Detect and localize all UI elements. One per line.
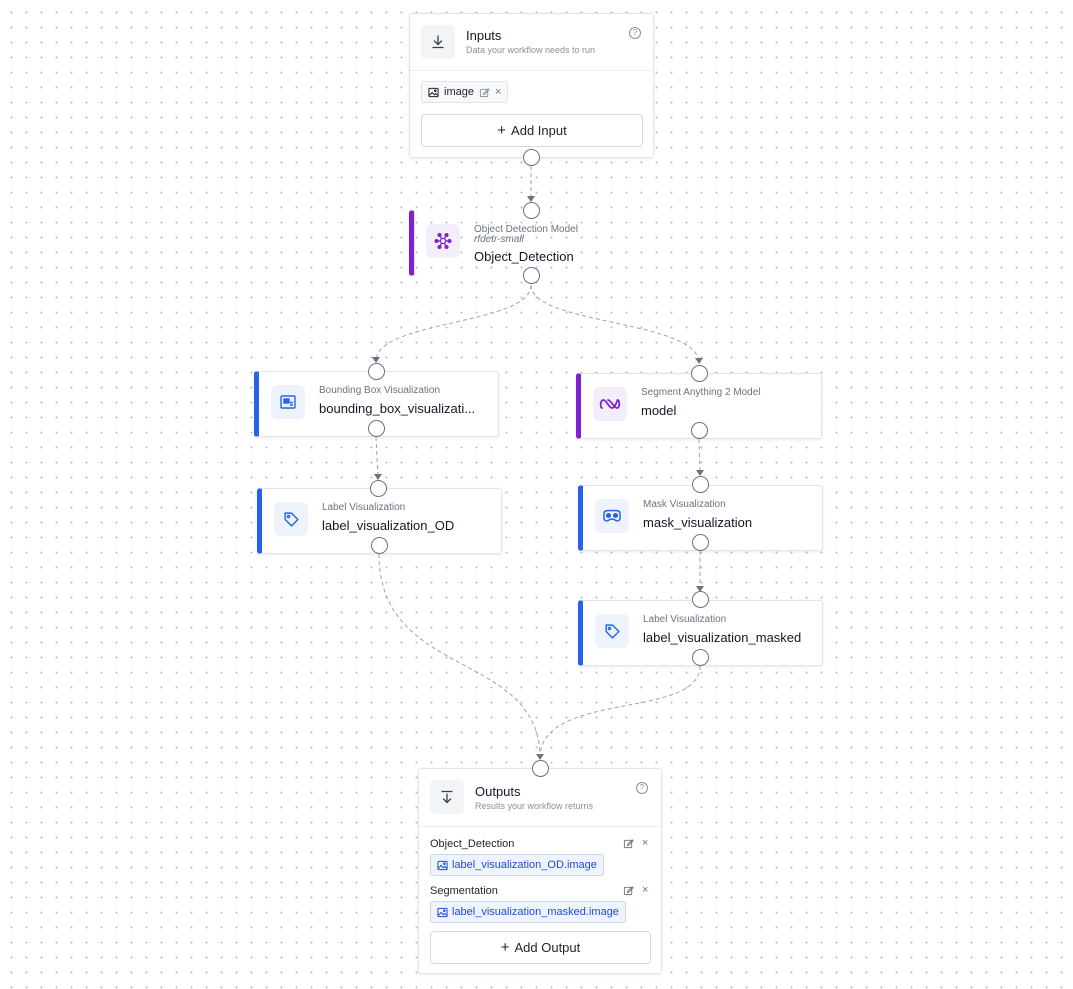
block-type: Object Detection Model	[474, 224, 578, 235]
label-masked-output-handle[interactable]	[692, 649, 709, 666]
output-selector-value: label_visualization_masked.image	[452, 906, 619, 918]
arrowhead	[536, 754, 544, 760]
add-output-button[interactable]: + Add Output	[430, 931, 651, 964]
output-selector-chip[interactable]: label_visualization_masked.image	[430, 901, 626, 923]
arrowhead	[695, 358, 703, 364]
block-object-detection[interactable]: Object Detection Model rfdetr-small Obje…	[409, 210, 578, 276]
arrowhead	[372, 357, 380, 363]
inputs-subtitle: Data your workflow needs to run	[466, 45, 596, 55]
add-input-button[interactable]: + Add Input	[421, 114, 643, 147]
label-masked-input-handle[interactable]	[692, 591, 709, 608]
label-od-input-handle[interactable]	[370, 480, 387, 497]
image-icon	[437, 860, 448, 870]
output-name-object-detection: Object_Detection	[430, 838, 515, 850]
edge-label-od-to-outputs	[378, 553, 541, 759]
object-detection-output-handle[interactable]	[523, 267, 540, 284]
output-actions: ×	[623, 837, 648, 849]
image-icon	[428, 87, 439, 97]
edit-icon[interactable]	[623, 885, 634, 896]
block-type: Bounding Box Visualization	[319, 385, 441, 396]
mask-output-handle[interactable]	[692, 534, 709, 551]
plus-icon: +	[497, 122, 507, 139]
help-icon[interactable]: ?	[629, 27, 641, 39]
block-type: Mask Visualization	[643, 499, 726, 510]
output-selector-chip[interactable]: label_visualization_OD.image	[430, 854, 604, 876]
block-type: Segment Anything 2 Model	[641, 387, 761, 398]
inputs-output-handle[interactable]	[523, 149, 540, 166]
block-name: model	[641, 403, 677, 418]
edit-icon[interactable]	[479, 87, 490, 98]
block-name: label_visualization_OD	[322, 518, 455, 533]
arrowhead	[374, 474, 382, 480]
sam2-input-handle[interactable]	[691, 365, 708, 382]
image-icon	[437, 907, 448, 917]
input-chip-image[interactable]: image ×	[421, 81, 509, 103]
output-actions: ×	[623, 884, 648, 896]
remove-input-icon[interactable]: ×	[494, 86, 502, 98]
bounding-box-icon	[271, 385, 305, 419]
help-icon[interactable]: ?	[636, 782, 648, 794]
object-detection-input-handle[interactable]	[523, 202, 540, 219]
inputs-divider	[410, 70, 653, 71]
inputs-node[interactable]: Inputs Data your workflow needs to run ?…	[409, 13, 654, 158]
arrowhead	[696, 470, 704, 476]
sam2-output-handle[interactable]	[691, 422, 708, 439]
inputs-title: Inputs	[466, 28, 502, 43]
block-name: Object_Detection	[474, 249, 574, 264]
remove-output-icon[interactable]: ×	[642, 884, 649, 896]
outputs-node[interactable]: Outputs Results your workflow returns ? …	[418, 768, 662, 974]
mask-icon	[595, 499, 629, 533]
tag-icon	[595, 614, 629, 648]
edge-object-detection-to-sam2	[530, 284, 700, 364]
edge-label-masked-to-outputs	[539, 665, 701, 759]
edge-object-detection-to-bounding-box	[375, 284, 532, 362]
block-type: Label Visualization	[643, 614, 727, 625]
bounding-box-input-handle[interactable]	[368, 363, 385, 380]
meta-infinity-icon	[593, 387, 627, 421]
block-model-id: rfdetr-small	[474, 234, 524, 245]
label-od-output-handle[interactable]	[371, 537, 388, 554]
block-name: mask_visualization	[643, 515, 753, 530]
tag-icon	[274, 502, 308, 536]
mask-input-handle[interactable]	[692, 476, 709, 493]
output-selector-value: label_visualization_OD.image	[452, 859, 597, 871]
plus-icon: +	[500, 939, 510, 956]
download-icon	[421, 25, 455, 59]
arrowhead	[527, 196, 535, 202]
add-input-label: Add Input	[511, 123, 567, 138]
add-output-label: Add Output	[514, 940, 581, 955]
block-name: label_visualization_masked	[643, 630, 802, 645]
input-chip-label: image	[444, 86, 474, 98]
output-name-segmentation: Segmentation	[430, 885, 498, 897]
edge-bounding-box-to-label-od	[375, 436, 379, 479]
arrow-down-to-line-icon	[430, 780, 464, 814]
outputs-title: Outputs	[475, 784, 521, 799]
outputs-input-handle[interactable]	[532, 760, 549, 777]
bounding-box-output-handle[interactable]	[368, 420, 385, 437]
block-type: Label Visualization	[322, 502, 406, 513]
arrowhead	[696, 586, 704, 592]
edge-sam2-to-mask	[698, 438, 701, 476]
network-icon	[426, 224, 460, 258]
outputs-divider	[419, 826, 661, 827]
block-name: bounding_box_visualizati...	[319, 401, 476, 416]
edit-icon[interactable]	[623, 838, 634, 849]
outputs-subtitle: Results your workflow returns	[475, 801, 594, 811]
remove-output-icon[interactable]: ×	[642, 837, 649, 849]
